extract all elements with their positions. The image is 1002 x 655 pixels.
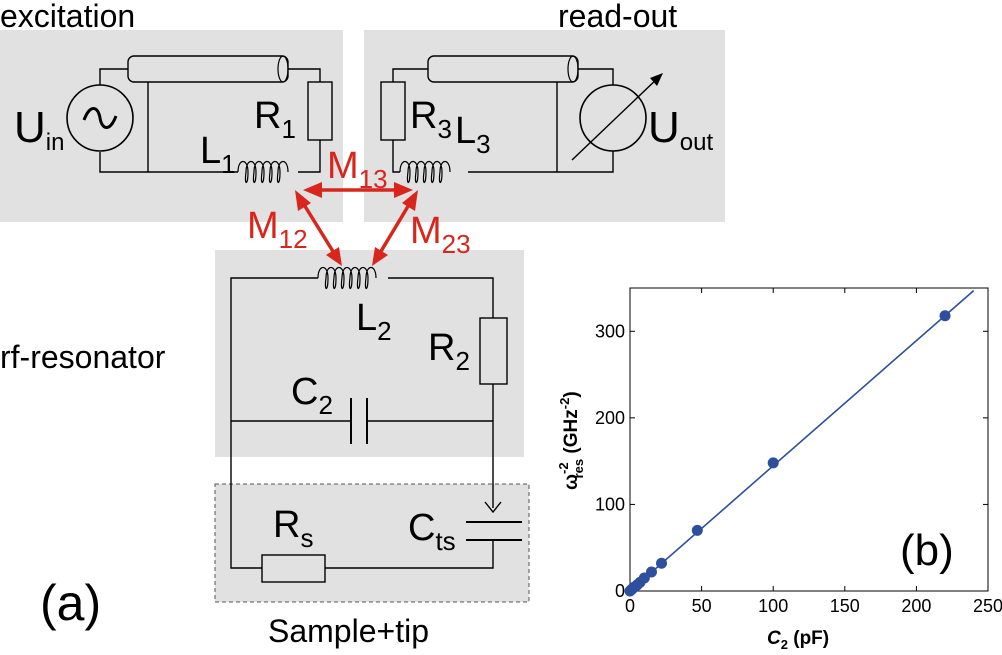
panel-a-label: (a) (40, 575, 101, 631)
wire-ro-5 (468, 150, 614, 173)
inductor-l2 (317, 266, 377, 290)
resistor-r3 (380, 81, 406, 141)
y-tick-label: 300 (595, 321, 625, 341)
data-point (691, 524, 703, 536)
label-r2: R2 (428, 327, 470, 376)
label-l2: L2 (356, 297, 392, 346)
wire-ro-1 (392, 68, 428, 82)
label-c2: C2 (291, 371, 333, 420)
resonator-box (215, 250, 524, 457)
panel-b-label: (b) (900, 526, 954, 575)
label-r3: R3 (410, 95, 452, 144)
resistor-r2 (479, 317, 508, 385)
meter-needle (571, 75, 661, 161)
label-l3: L3 (455, 110, 491, 159)
coax-cable-readout (427, 55, 579, 83)
wire-sample-bottom (325, 540, 494, 569)
wire-res-top-right (388, 277, 494, 318)
label-m12: M12 (247, 205, 308, 254)
wire-exc-4 (99, 152, 238, 173)
arrow-m23-head-bottom (372, 247, 388, 266)
label-cts: Cts (408, 507, 456, 556)
resonator-circuit: L2 R2 C2 (230, 266, 508, 569)
resistor-rs (261, 554, 326, 583)
wire-exc-2 (288, 68, 321, 82)
circuit-diagram: excitation read-out rf-resonator Sample+… (0, 0, 725, 649)
fit-line (629, 289, 975, 592)
readout-title: read-out (558, 0, 677, 34)
y-axis-label: ω-2res (GHz-2) (556, 391, 586, 490)
y-tick-label: 0 (615, 581, 625, 601)
sine-wave-icon (82, 107, 118, 129)
data-point (939, 310, 951, 322)
inductor-l3 (399, 160, 451, 184)
x-tick-label: 150 (830, 596, 860, 616)
arrow-m12 (301, 202, 336, 254)
label-m13: M13 (327, 145, 388, 194)
wire-ro-4 (392, 140, 400, 173)
sample-title: Sample+tip (268, 613, 429, 649)
x-tick-label: 100 (758, 596, 788, 616)
data-point (638, 572, 650, 584)
resonator-title: rf-resonator (0, 339, 166, 375)
excitation-circuit: Uin L1 R1 (14, 55, 333, 184)
arrow-m13-head-right (394, 182, 413, 198)
data-point (645, 566, 657, 578)
arrow-m12-head-bottom (326, 247, 342, 266)
voltmeter-icon (579, 84, 647, 152)
coax-cable-excitation (127, 55, 289, 83)
x-axis-label: C2 (pF) (767, 628, 829, 652)
label-u-in: Uin (14, 103, 64, 156)
label-m23: M23 (410, 210, 471, 259)
data-point (767, 457, 779, 469)
x-tick-label: 200 (901, 596, 931, 616)
readout-circuit: R3 L3 Uout (380, 55, 713, 184)
wire-res-left (230, 277, 318, 569)
y-tick-label: 100 (595, 494, 625, 514)
plot-frame (629, 287, 989, 592)
coupling-arrows (295, 182, 418, 266)
wire-ro-2 (578, 68, 614, 85)
tip-arrowhead (484, 501, 502, 514)
x-axis-ticks: 0 50 100 150 200 250 (625, 288, 1002, 616)
data-point (656, 557, 668, 569)
label-u-out: Uout (648, 103, 713, 156)
calibration-chart: 0 50 100 150 200 250 0 100 200 300 (b) C2 (pF) ω… (556, 287, 1002, 652)
data-points (624, 310, 951, 597)
excitation-title: excitation (0, 0, 135, 34)
label-r1: R1 (254, 95, 296, 144)
sample-circuit: Rs Cts (261, 501, 522, 583)
arrow-m23-head-top (402, 190, 418, 211)
wire-exc-1 (99, 68, 128, 85)
x-tick-label: 50 (692, 596, 712, 616)
label-rs: Rs (273, 504, 313, 553)
y-axis-ticks: 0 100 200 300 (595, 321, 988, 601)
wire-exc-5 (298, 140, 321, 173)
arrow-m23 (378, 202, 412, 254)
meter-arrowhead (650, 73, 663, 86)
sample-box (214, 483, 530, 603)
inductor-l1 (237, 160, 289, 184)
x-tick-label: 250 (973, 596, 1002, 616)
label-l1: L1 (200, 130, 236, 179)
arrow-m13-head-left (303, 182, 322, 198)
x-tick-label: 0 (625, 596, 635, 616)
resistor-r1 (307, 81, 333, 141)
arrow-m12-head-top (295, 190, 311, 211)
y-tick-label: 200 (595, 408, 625, 428)
